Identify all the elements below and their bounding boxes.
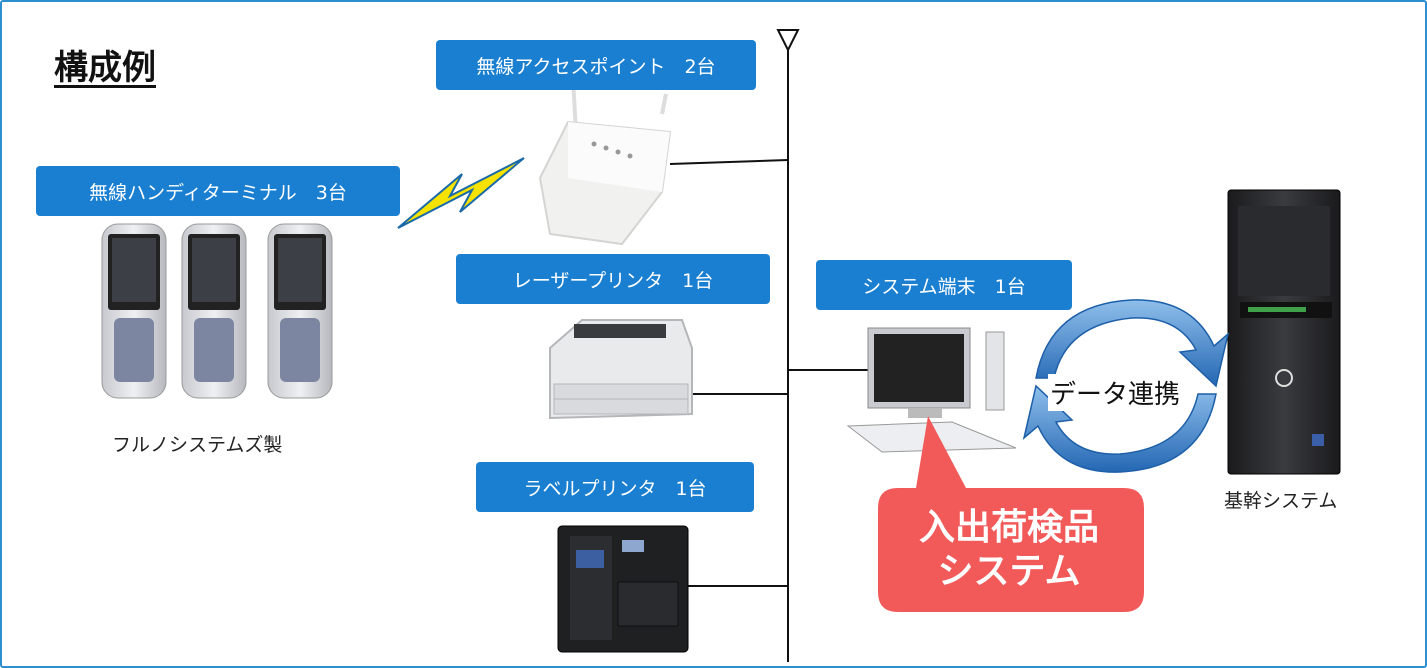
- callout-line-2: システム: [937, 551, 1081, 592]
- laser-printer-image: [549, 319, 693, 420]
- callout-bubble: [878, 416, 1144, 612]
- access-point-image: [538, 61, 672, 246]
- tag-access-point: 無線アクセスポイント 2台: [436, 40, 756, 90]
- core-system-caption: 基幹システム: [1224, 490, 1338, 512]
- callout-line-1: 入出荷検品: [918, 507, 1099, 548]
- page-title: 構成例: [54, 48, 156, 88]
- network-backbone: [669, 29, 870, 662]
- data-sync-label: データ連携: [1048, 374, 1183, 411]
- tag-handy-terminal: 無線ハンディターミナル 3台: [36, 166, 400, 216]
- callout-text: 入出荷検品 システム: [874, 487, 1144, 613]
- label-printer-image: [557, 525, 689, 653]
- wireless-bolt-icon: [397, 157, 525, 229]
- handy-maker-caption: フルノシステムズ製: [112, 434, 283, 456]
- tag-system-terminal: システム端末 1台: [816, 260, 1072, 310]
- tag-laser-printer: レーザープリンタ 1台: [456, 254, 770, 304]
- tag-label-printer: ラベルプリンタ 1台: [476, 462, 754, 512]
- desktop-pc-image: [846, 327, 1017, 453]
- data-sync-arrows: [1022, 299, 1230, 473]
- handheld-terminals-image: [101, 223, 333, 399]
- server-image: [1227, 189, 1341, 475]
